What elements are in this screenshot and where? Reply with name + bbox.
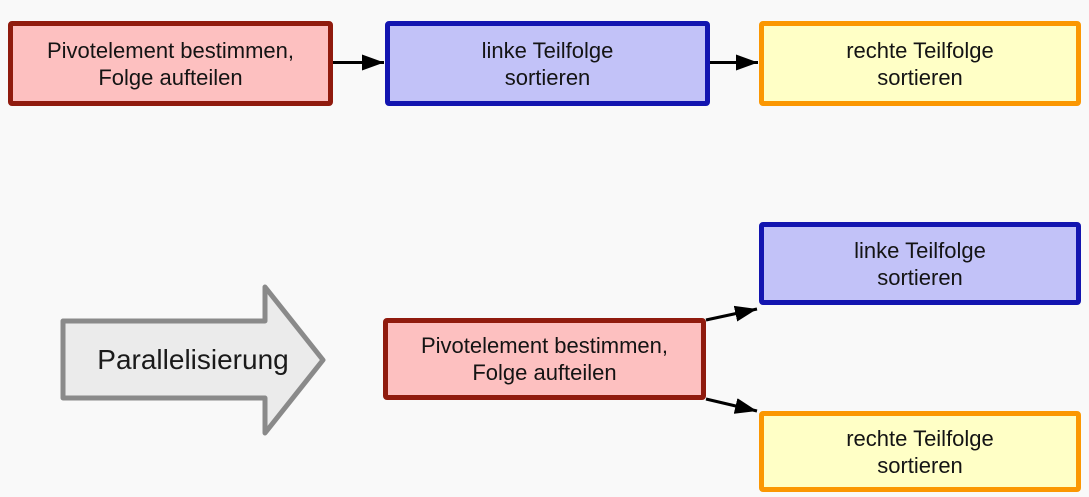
- par-right-box-line1: rechte Teilfolge: [846, 425, 994, 451]
- seq-left-subsequence-box: linke Teilfolge sortieren: [385, 21, 710, 106]
- par-right-box-line2: sortieren: [877, 452, 963, 478]
- par-pivot-box-line2: Folge aufteilen: [472, 360, 617, 385]
- parallelization-arrow-label: Parallelisierung: [97, 343, 289, 375]
- par-pivot-box: Pivotelement bestimmen, Folge aufteilen: [383, 318, 706, 400]
- par-left-box-line1: linke Teilfolge: [854, 237, 986, 263]
- seq-pivot-box: Pivotelement bestimmen, Folge aufteilen: [8, 21, 333, 106]
- seq-pivot-box-line2: Folge aufteilen: [98, 64, 243, 90]
- seq-left-box-line1: linke Teilfolge: [481, 37, 614, 63]
- par-right-subsequence-box: rechte Teilfolge sortieren: [759, 411, 1081, 492]
- par-left-subsequence-box: linke Teilfolge sortieren: [759, 222, 1081, 305]
- seq-right-box-line1: rechte Teilfolge: [846, 37, 994, 63]
- seq-pivot-box-line1: Pivotelement bestimmen,: [47, 37, 294, 63]
- arrow-par-pivot-to-right-icon: [705, 397, 758, 414]
- seq-right-subsequence-box: rechte Teilfolge sortieren: [759, 21, 1081, 106]
- par-left-box-line2: sortieren: [877, 264, 963, 290]
- seq-left-box-line2: sortieren: [504, 64, 591, 90]
- par-pivot-box-line1: Pivotelement bestimmen,: [421, 333, 668, 358]
- seq-right-box-line2: sortieren: [877, 64, 963, 90]
- arrow-par-pivot-to-left-icon: [705, 305, 758, 322]
